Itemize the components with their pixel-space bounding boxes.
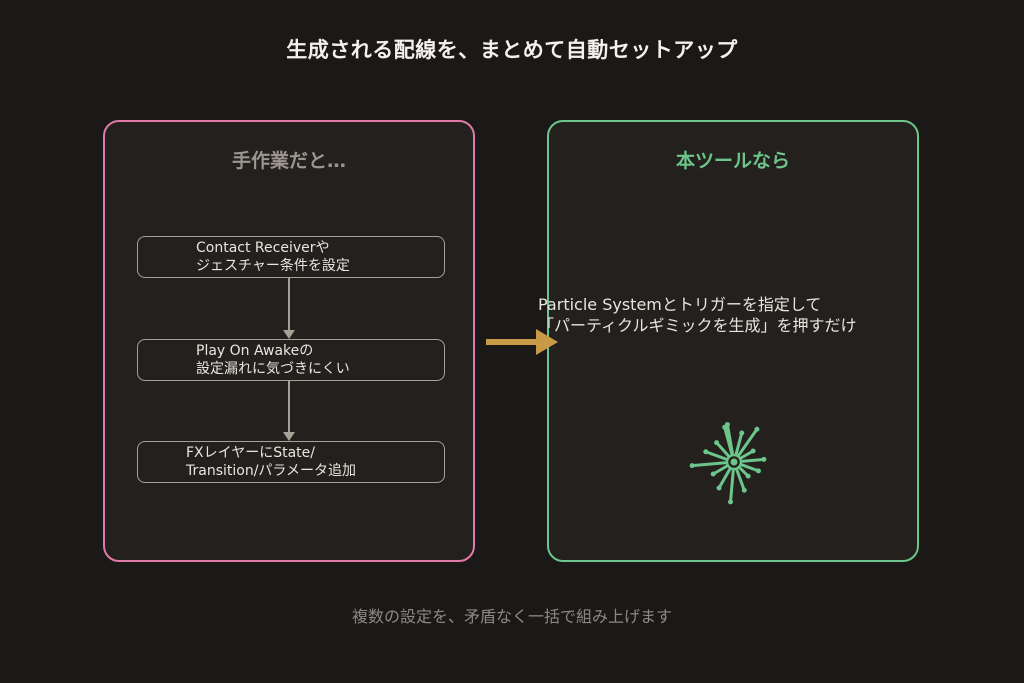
step-play-on-awake: Play On Awakeの 設定漏れに気づきにくい xyxy=(137,339,445,381)
tool-panel-heading: 本ツールなら xyxy=(675,150,790,172)
particle-burst-icon xyxy=(689,422,767,505)
step-3-line-1: FXレイヤーにState/ xyxy=(186,445,315,461)
tool-description-line-1: Particle Systemとトリガーを指定して xyxy=(538,295,822,314)
page-title: 生成される配線を、まとめて自動セットアップ xyxy=(286,38,738,62)
manual-panel-heading: 手作業だと… xyxy=(231,150,346,172)
down-arrow-icon xyxy=(283,278,295,339)
step-3-line-2: Transition/パラメータ追加 xyxy=(186,463,356,479)
step-1-line-1: Contact Receiverや xyxy=(196,240,330,256)
step-2-line-2: 設定漏れに気づきにくい xyxy=(196,361,350,377)
step-1-line-2: ジェスチャー条件を設定 xyxy=(196,258,350,274)
step-contact-receiver: Contact Receiverや ジェスチャー条件を設定 xyxy=(137,236,445,278)
tool-description: Particle Systemとトリガーを指定して 「パーティクルギミックを生成… xyxy=(538,294,857,336)
down-arrow-icon xyxy=(283,381,295,441)
step-fx-layer: FXレイヤーにState/ Transition/パラメータ追加 xyxy=(137,441,445,483)
tool-description-line-2: 「パーティクルギミックを生成」を押すだけ xyxy=(538,316,857,335)
right-arrow-icon xyxy=(486,329,558,355)
manual-panel: 手作業だと… Contact Receiverや ジェスチャー条件を設定 Pla… xyxy=(103,120,475,562)
footer-caption: 複数の設定を、矛盾なく一括で組み上げます xyxy=(351,607,672,626)
step-2-line-1: Play On Awakeの xyxy=(196,343,314,359)
